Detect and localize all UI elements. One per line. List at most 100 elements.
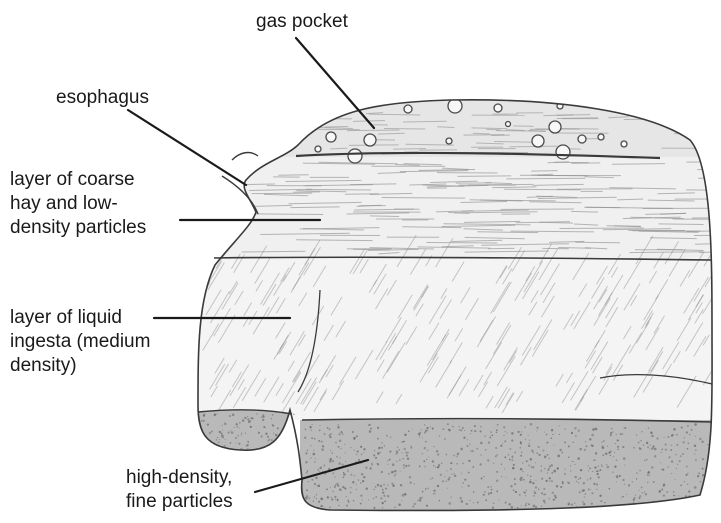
stipple-dot bbox=[338, 505, 339, 506]
stipple-dot bbox=[344, 444, 345, 445]
stipple-dot bbox=[705, 497, 707, 499]
stipple-dot bbox=[642, 492, 643, 493]
stipple-dot bbox=[445, 454, 447, 456]
stipple-dot bbox=[496, 471, 498, 473]
stipple-dot bbox=[513, 464, 515, 466]
stipple-dot bbox=[644, 460, 645, 461]
stipple-dot bbox=[397, 452, 398, 453]
stipple-dot bbox=[335, 442, 337, 444]
hatch-stroke bbox=[382, 198, 465, 199]
stipple-dot bbox=[238, 443, 240, 445]
stipple-dot bbox=[342, 486, 344, 488]
stipple-dot bbox=[430, 426, 431, 427]
stipple-dot bbox=[314, 461, 315, 462]
stipple-dot bbox=[373, 454, 375, 456]
stipple-dot bbox=[646, 459, 648, 461]
stipple-dot bbox=[577, 457, 579, 459]
stipple-dot bbox=[412, 506, 414, 508]
stipple-dot bbox=[505, 477, 506, 478]
stipple-dot bbox=[318, 501, 320, 503]
stipple-dot bbox=[396, 461, 397, 462]
stipple-dot bbox=[427, 487, 429, 489]
stipple-dot bbox=[593, 460, 594, 461]
stipple-dot bbox=[321, 441, 323, 443]
stipple-dot bbox=[547, 472, 548, 473]
stipple-dot bbox=[320, 466, 323, 469]
stipple-dot bbox=[496, 481, 498, 483]
stipple-dot bbox=[687, 499, 688, 500]
stipple-dot bbox=[460, 430, 462, 432]
stipple-dot bbox=[356, 454, 357, 455]
stipple-dot bbox=[530, 458, 532, 460]
stipple-dot bbox=[260, 435, 262, 437]
stipple-dot bbox=[382, 491, 384, 493]
stipple-dot bbox=[707, 484, 708, 485]
sediment-region bbox=[300, 420, 720, 515]
stipple-dot bbox=[549, 498, 550, 499]
stipple-dot bbox=[267, 436, 269, 438]
stipple-dot bbox=[559, 449, 562, 452]
stipple-dot bbox=[479, 430, 481, 432]
stipple-dot bbox=[562, 481, 564, 483]
stipple-dot bbox=[239, 422, 241, 424]
stipple-dot bbox=[687, 448, 689, 450]
stipple-dot bbox=[549, 477, 551, 479]
stipple-dot bbox=[235, 437, 237, 439]
stipple-dot bbox=[450, 462, 452, 464]
stipple-dot bbox=[592, 471, 593, 472]
stipple-dot bbox=[568, 456, 570, 458]
stipple-dot bbox=[493, 463, 494, 464]
label-coarse-line-2: hay and low- bbox=[10, 192, 146, 216]
stipple-dot bbox=[442, 480, 444, 482]
hatch-stroke bbox=[509, 146, 557, 147]
stipple-dot bbox=[203, 437, 206, 440]
stipple-dot bbox=[599, 469, 601, 471]
stipple-dot bbox=[392, 463, 395, 466]
stipple-dot bbox=[395, 453, 397, 455]
stipple-dot bbox=[652, 447, 654, 449]
stipple-dot bbox=[564, 469, 565, 470]
stipple-dot bbox=[521, 431, 522, 432]
stipple-dot bbox=[533, 495, 535, 497]
stipple-dot bbox=[375, 496, 377, 498]
stipple-dot bbox=[262, 414, 264, 416]
stipple-dot bbox=[350, 487, 351, 488]
label-liquid-line-1: layer of liquid bbox=[10, 306, 150, 330]
stipple-dot bbox=[419, 497, 421, 499]
stipple-dot bbox=[247, 416, 248, 417]
stipple-dot bbox=[591, 434, 594, 437]
stipple-dot bbox=[578, 479, 579, 480]
stipple-dot bbox=[579, 448, 582, 451]
stipple-dot bbox=[528, 503, 530, 505]
stipple-dot bbox=[574, 503, 575, 504]
stipple-dot bbox=[614, 465, 616, 467]
stipple-dot bbox=[678, 505, 680, 507]
stipple-dot bbox=[200, 431, 201, 432]
stipple-dot bbox=[208, 447, 210, 449]
stipple-dot bbox=[559, 425, 560, 426]
stipple-dot bbox=[542, 449, 544, 451]
stipple-dot bbox=[386, 435, 388, 437]
stipple-dot bbox=[275, 434, 277, 436]
label-esophagus: esophagus bbox=[56, 86, 149, 110]
stipple-dot bbox=[484, 435, 485, 436]
stipple-dot bbox=[597, 473, 599, 475]
stipple-dot bbox=[514, 483, 516, 485]
stipple-dot bbox=[549, 480, 550, 481]
stipple-dot bbox=[541, 506, 542, 507]
stipple-dot bbox=[358, 479, 359, 480]
stipple-dot bbox=[612, 431, 613, 432]
stipple-dot bbox=[461, 473, 462, 474]
stipple-dot bbox=[511, 506, 513, 508]
stipple-dot bbox=[485, 499, 487, 501]
hatch-stroke bbox=[513, 126, 533, 127]
stipple-dot bbox=[323, 465, 325, 467]
stipple-dot bbox=[564, 441, 566, 443]
stipple-dot bbox=[383, 495, 385, 497]
stipple-dot bbox=[543, 488, 545, 490]
stipple-dot bbox=[694, 423, 696, 425]
stipple-dot bbox=[389, 459, 391, 461]
stipple-dot bbox=[287, 436, 289, 438]
stipple-dot bbox=[342, 434, 343, 435]
stipple-dot bbox=[588, 488, 590, 490]
